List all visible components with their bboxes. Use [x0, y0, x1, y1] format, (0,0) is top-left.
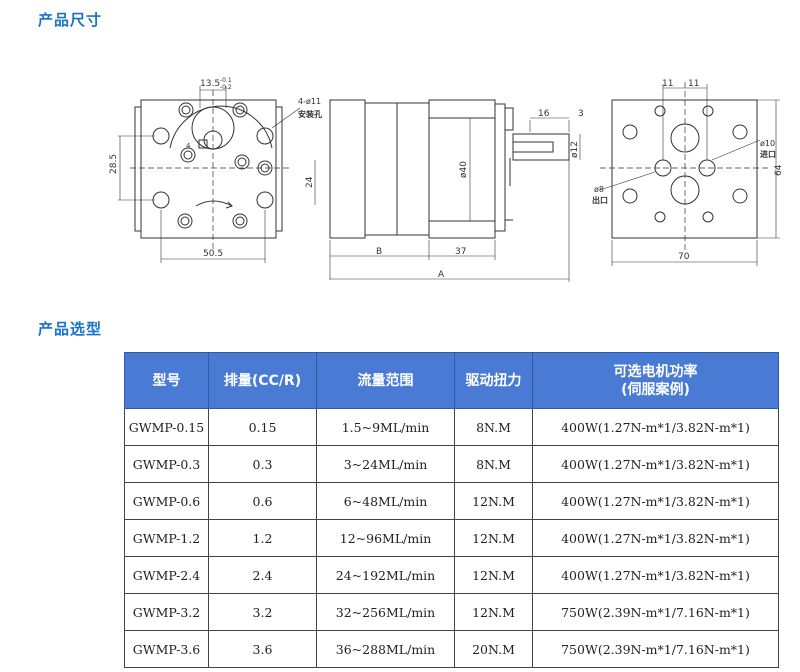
- dim-front-bottom: 50.5: [203, 249, 223, 259]
- header-flow-range: 流量范围: [316, 352, 455, 409]
- cell-model: GWMP-0.6: [124, 482, 209, 520]
- cell-drive-torque: 8N.M: [454, 408, 533, 446]
- header-displacement: 排量(CC/R): [208, 352, 317, 409]
- side-view: [314, 99, 581, 282]
- cell-flow-range: 3~24ML/min: [316, 445, 455, 483]
- cell-drive-torque: 12N.M: [454, 482, 533, 520]
- svg-text:B: B: [376, 247, 382, 257]
- cell-drive-torque: 12N.M: [454, 556, 533, 594]
- svg-text:64: 64: [774, 164, 784, 176]
- svg-text:ø12: ø12: [570, 141, 580, 158]
- svg-text:3: 3: [578, 109, 584, 119]
- cell-flow-range: 12~96ML/min: [316, 519, 455, 557]
- table-header-row: 型号 排量(CC/R) 流量范围 驱动扭力 可选电机功率 (伺服案例): [124, 352, 779, 409]
- section-title-dimensions: 产品尺寸: [38, 11, 103, 29]
- dimension-drawing: 13.5 -0.1 -0.2 28.5 50.5 4-ø11 安装孔 4 ø40…: [109, 77, 784, 282]
- cell-displacement: 0.6: [208, 482, 317, 520]
- cell-drive-torque: 12N.M: [454, 519, 533, 557]
- cell-motor-power: 400W(1.27N-m*1/3.82N-m*1): [532, 408, 779, 446]
- cell-flow-range: 1.5~9ML/min: [316, 408, 455, 446]
- svg-text:ø8: ø8: [594, 185, 604, 194]
- outlet-label: 出口: [592, 195, 608, 205]
- cell-flow-range: 32~256ML/min: [316, 593, 455, 631]
- svg-text:24: 24: [305, 176, 315, 188]
- cell-model: GWMP-2.4: [124, 556, 209, 594]
- dim-front-top: 13.5: [200, 79, 220, 89]
- header-drive-torque: 驱动扭力: [454, 352, 533, 409]
- cell-displacement: 0.3: [208, 445, 317, 483]
- cell-motor-power: 400W(1.27N-m*1/3.82N-m*1): [532, 445, 779, 483]
- svg-text:70: 70: [678, 252, 690, 262]
- cell-displacement: 3.6: [208, 630, 317, 668]
- svg-text:16: 16: [538, 109, 550, 119]
- svg-text:11: 11: [662, 79, 673, 89]
- svg-text:37: 37: [455, 247, 466, 257]
- svg-text:ø10: ø10: [760, 139, 775, 148]
- header-motor-power: 可选电机功率 (伺服案例): [532, 352, 779, 409]
- cell-drive-torque: 8N.M: [454, 445, 533, 483]
- back-view: [599, 82, 780, 266]
- svg-text:4-ø11: 4-ø11: [298, 97, 321, 106]
- svg-text:ø40: ø40: [459, 161, 469, 178]
- svg-text:4: 4: [186, 142, 191, 150]
- inlet-label: 进口: [760, 149, 776, 159]
- cell-flow-range: 24~192ML/min: [316, 556, 455, 594]
- header-model: 型号: [124, 352, 209, 409]
- cell-displacement: 0.15: [208, 408, 317, 446]
- svg-text:-0.1: -0.1: [220, 77, 232, 84]
- cell-model: GWMP-3.6: [124, 630, 209, 668]
- cell-drive-torque: 20N.M: [454, 630, 533, 668]
- cell-model: GWMP-0.3: [124, 445, 209, 483]
- cell-displacement: 2.4: [208, 556, 317, 594]
- cell-model: GWMP-3.2: [124, 593, 209, 631]
- model-selection-table: 型号 排量(CC/R) 流量范围 驱动扭力 可选电机功率 (伺服案例) GWMP…: [124, 352, 779, 668]
- front-view: [118, 86, 301, 263]
- section-title-selection: 产品选型: [38, 320, 103, 338]
- cell-displacement: 1.2: [208, 519, 317, 557]
- dim-front-left: 28.5: [109, 154, 119, 174]
- svg-text:11: 11: [688, 79, 699, 89]
- cell-model: GWMP-1.2: [124, 519, 209, 557]
- cell-flow-range: 6~48ML/min: [316, 482, 455, 520]
- mounting-hole-label: 安装孔: [298, 109, 322, 119]
- cell-displacement: 3.2: [208, 593, 317, 631]
- cell-motor-power: 400W(1.27N-m*1/3.82N-m*1): [532, 482, 779, 520]
- cell-motor-power: 750W(2.39N-m*1/7.16N-m*1): [532, 630, 779, 668]
- cell-motor-power: 400W(1.27N-m*1/3.82N-m*1): [532, 519, 779, 557]
- cell-motor-power: 400W(1.27N-m*1/3.82N-m*1): [532, 556, 779, 594]
- cell-model: GWMP-0.15: [124, 408, 209, 446]
- svg-text:A: A: [438, 270, 445, 280]
- cell-motor-power: 750W(2.39N-m*1/7.16N-m*1): [532, 593, 779, 631]
- cell-flow-range: 36~288ML/min: [316, 630, 455, 668]
- svg-text:-0.2: -0.2: [220, 84, 232, 91]
- cell-drive-torque: 12N.M: [454, 593, 533, 631]
